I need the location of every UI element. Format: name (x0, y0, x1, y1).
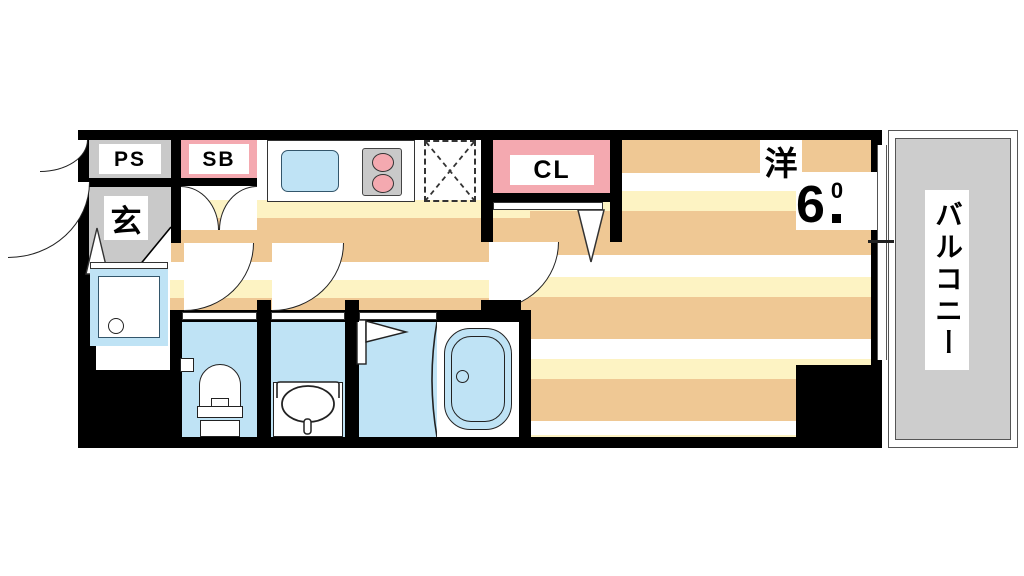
cl-label: CL (510, 155, 594, 185)
wall-mainroom-notch (796, 365, 876, 445)
shoe-box-folding-doors (181, 186, 257, 230)
shower-fixture-icon (356, 319, 409, 365)
wall-washbasin-bath (345, 310, 359, 445)
toilet-flush-lever-icon (211, 398, 229, 407)
main-room-size-dot (832, 214, 841, 223)
main-room-size-whole: 6 (796, 175, 825, 234)
kitchen-sink (281, 150, 339, 192)
refrigerator-space (424, 140, 476, 202)
wall-toilet-left (170, 310, 182, 445)
wall-left-lower-block (78, 370, 173, 448)
balcony-sliding-door-center-mark (868, 240, 894, 243)
ps-label: PS (99, 144, 161, 174)
balcony-label: バルコニー (925, 190, 969, 370)
washbasin-door[interactable] (271, 312, 345, 320)
toilet-paper-holder-icon (180, 358, 194, 372)
genkan-label: 玄 (104, 196, 148, 240)
refrigerator-space-x-icon (425, 141, 475, 201)
stove-burner-front-icon (372, 153, 394, 172)
entrance-door-swing (8, 182, 90, 258)
washbasin-door-swing (272, 243, 344, 311)
stove-burner-rear-icon (372, 174, 394, 193)
wall-stub-b (257, 300, 271, 322)
washing-machine-top-rail (90, 262, 168, 269)
main-room-door-swing (489, 242, 559, 310)
wall-kitchen-cl (481, 130, 493, 242)
closet-door-rail (493, 202, 603, 210)
wall-stub-a (481, 300, 521, 311)
washbasin-bowl (276, 381, 340, 435)
wall-toilet-washbasin (257, 310, 271, 445)
toilet-seat-base (197, 406, 243, 418)
bathroom-door[interactable] (359, 312, 437, 320)
washing-machine-pan (98, 276, 160, 338)
wall-under-sb (181, 178, 257, 186)
wall-under-cl (481, 193, 622, 202)
wall-top (78, 130, 882, 140)
toilet-tank (200, 420, 240, 437)
wall-under-ps (86, 178, 172, 187)
closet-folding-door-icon (577, 209, 605, 263)
wall-hall-mainroom (519, 310, 531, 442)
wall-right (871, 130, 882, 448)
bath-area-divider (431, 321, 438, 438)
wall-genkan-kitchen (170, 130, 181, 243)
wall-bottom (78, 437, 882, 448)
ps-door-swing (40, 140, 88, 172)
toilet-door[interactable] (182, 312, 257, 320)
wall-stub-c (345, 300, 359, 322)
main-room-size-superscript: 0 (830, 178, 844, 203)
bathtub-drain-icon (456, 370, 469, 383)
balcony-sliding-door[interactable] (877, 145, 887, 360)
washing-machine-drain-icon (108, 318, 124, 334)
main-room-type-label: 洋 (760, 140, 802, 183)
wall-cl-mainroom (610, 130, 622, 242)
sb-label: SB (189, 144, 249, 174)
toilet-door-swing (184, 243, 254, 311)
